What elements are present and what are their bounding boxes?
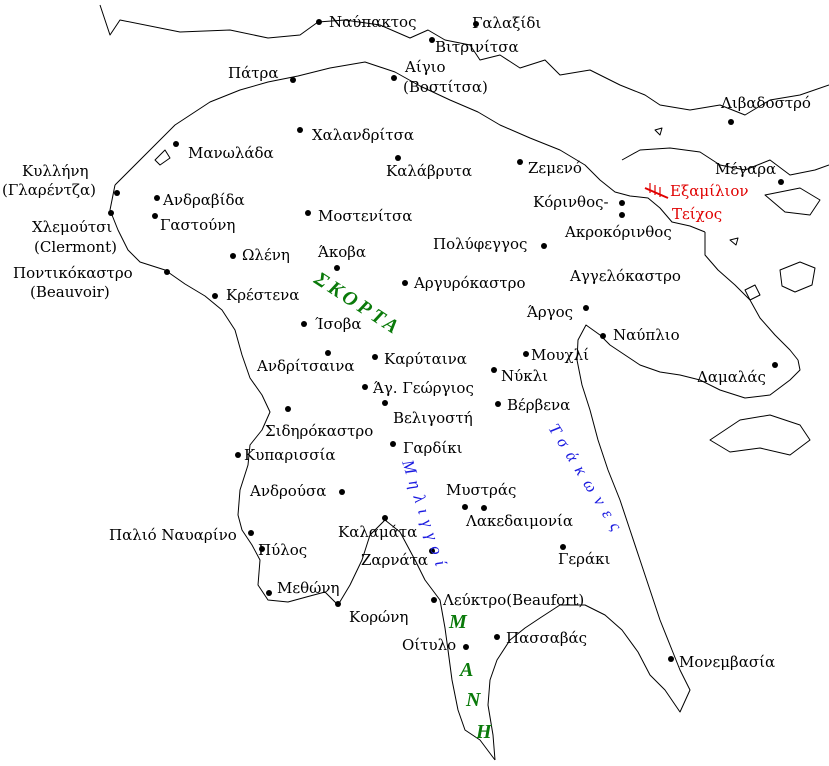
label-megara: Μέγαρα — [715, 160, 776, 178]
label-pylos: Πύλος — [258, 541, 307, 559]
label-galaxidi: Γαλαξίδι — [472, 14, 541, 32]
label-zemeno: Ζεμενό — [528, 159, 582, 177]
label-argyrokastro: Αργυρόκαστρο — [413, 274, 525, 292]
label-geraki: Γεράκι — [558, 550, 611, 568]
label-chlemoutsi: Χλεμούτσι — [32, 218, 112, 236]
label-methoni: Μεθώνη — [277, 579, 340, 597]
label-koroni: Κορώνη — [349, 608, 408, 626]
label-beauvoir: (Beauvoir) — [30, 283, 110, 301]
label-mostenitsa: Μοστενίτσα — [318, 207, 412, 225]
label-damalas: Δαμαλάς — [697, 368, 766, 386]
label-verveina: Βέρβενα — [507, 396, 570, 414]
label-karytaina: Καρύταινα — [384, 350, 467, 368]
label-sidirokastro: Σιδηρόκαστρο — [265, 422, 373, 440]
label-lakedaimonia: Λακεδαιμονία — [465, 512, 573, 530]
label-kalamata: Καλαμάτα — [338, 523, 417, 541]
label-polyfengos: Πολύφεγγος — [433, 235, 527, 253]
label-veligosti: Βελιγοστή — [393, 409, 473, 427]
label-lefktro: Λεύκτρο(Beaufort) — [442, 591, 584, 609]
label-oleni: Ωλένη — [242, 246, 290, 264]
label-chalandritsa: Χαλανδρίτσα — [312, 126, 414, 144]
place-dots — [108, 19, 784, 662]
label-patra: Πάτρα — [228, 64, 278, 82]
label-vostitsa: (Βοστίτσα) — [403, 78, 488, 96]
label-argos: Άργος — [526, 303, 573, 321]
region-mani-n: Ν — [465, 689, 482, 711]
hexamilion-wall-mark — [644, 183, 669, 199]
label-glarentza: (Γλαρέντζα) — [2, 181, 96, 199]
label-clermont: (Clermont) — [34, 238, 117, 256]
label-zarnata: Ζαρνάτα — [361, 551, 428, 569]
label-gastouni: Γαστούνη — [160, 216, 235, 234]
place-labels: Ναύπακτος Γαλαξίδι Βιτρινίτσα Πάτρα Αίγι… — [2, 13, 811, 671]
label-kyllini: Κυλλήνη — [22, 162, 88, 180]
region-mani-m: Μ — [448, 611, 468, 633]
label-nafpaktos: Ναύπακτος — [329, 13, 416, 31]
label-nafplio: Ναύπλιο — [613, 326, 680, 344]
label-teichos: Τείχος — [672, 205, 722, 223]
label-oitylo: Οίτυλο — [402, 636, 456, 654]
label-aigio: Αίγιο — [404, 58, 446, 76]
label-nykli: Νύκλι — [501, 367, 548, 385]
label-krestena: Κρέστενα — [226, 286, 299, 304]
label-kalavryta: Καλάβρυτα — [386, 162, 472, 180]
label-akrokorinthos: Ακροκόρινθος — [564, 223, 672, 241]
region-mani-i: Η — [475, 721, 493, 743]
label-monemvasia: Μονεμβασία — [679, 653, 775, 671]
label-angelokastro: Αγγελόκαστρο — [569, 267, 681, 285]
label-pontikokastro: Ποντικόκαστρο — [13, 264, 133, 282]
region-mani-a: Α — [458, 659, 473, 681]
label-kyparissia: Κυπαρισσία — [244, 446, 336, 464]
coastline — [99, 4, 829, 761]
label-palio-navarino: Παλιό Ναυαρίνο — [109, 526, 237, 544]
label-manolada: Μανωλάδα — [188, 144, 274, 162]
label-andritsaina: Ανδρίτσαινα — [256, 357, 354, 375]
label-isova: Ίσοβα — [315, 315, 362, 333]
hexamilion-label: Εξαμίλιον Τείχος — [670, 182, 749, 223]
label-hexamilion: Εξαμίλιον — [670, 182, 749, 200]
label-vitrinitsa: Βιτρινίτσα — [435, 38, 519, 56]
label-mystras: Μυστράς — [446, 481, 516, 499]
label-gardiki: Γαρδίκι — [403, 439, 463, 457]
label-ag-georgios: Άγ. Γεώργιος — [372, 379, 474, 397]
label-akova: Άκοβα — [317, 243, 366, 261]
label-korinthos: Κόρινθος- — [533, 193, 609, 211]
label-andravida: Ανδραβίδα — [162, 191, 245, 209]
label-livadostro: Λιβαδοστρό — [720, 94, 811, 112]
region-labels: ΣΚΟΡΤΑ Τσάκωνες Μηλιγγοί Μ Α Ν Η — [309, 267, 629, 743]
label-androusa: Ανδρούσα — [249, 482, 326, 500]
label-passavas: Πασσαβάς — [506, 629, 587, 647]
label-mouchli: Μουχλί — [531, 346, 589, 364]
